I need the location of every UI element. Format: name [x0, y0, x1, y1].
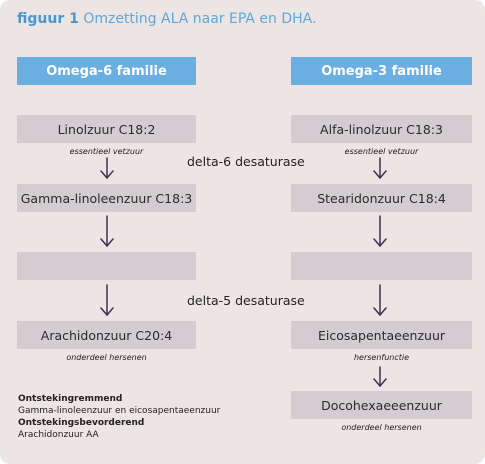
arrow-down-icon	[100, 157, 114, 179]
legend-item-bevorderend: Arachidonzuur AA	[18, 430, 99, 440]
box-alfa-linolzuur: Alfa-linolzuur C18:3	[291, 115, 472, 143]
enzyme-delta5: delta-5 desaturase	[187, 293, 305, 308]
arrow-down-icon	[373, 284, 387, 316]
figure-title: figuur 1 Omzetting ALA naar EPA en DHA.	[17, 11, 316, 27]
arrow-down-icon	[373, 157, 387, 179]
figure-caption: Omzetting ALA naar EPA en DHA.	[83, 11, 317, 27]
arrow-down-icon	[373, 366, 387, 387]
box-gamma-linoleenzuur: Gamma-linoleenzuur C18:3	[17, 184, 196, 212]
arrow-down-icon	[100, 215, 114, 247]
box-docohexaeeenzuur: Docohexaeeenzuur	[291, 391, 472, 419]
legend-ontstekingremmend: Ontstekingremmend	[18, 394, 123, 404]
note-essentieel-left: essentieel vetzuur	[69, 147, 144, 156]
box-eicosapentaeenzuur: Eicosapentaeenzuur	[291, 321, 472, 349]
box-empty-left	[17, 252, 196, 280]
box-empty-right	[291, 252, 472, 280]
note-essentieel-right: essentieel vetzuur	[344, 147, 419, 156]
note-onderdeel-right: onderdeel hersenen	[341, 423, 422, 432]
note-hersenfunctie: hersenfunctie	[353, 353, 410, 362]
legend-item-remmend: Gamma-linoleenzuur en eicosapentaeenzuur	[18, 406, 221, 416]
enzyme-delta6: delta-6 desaturase	[187, 154, 305, 169]
omega3-header: Omega-3 familie	[291, 57, 472, 85]
note-onderdeel-left: onderdeel hersenen	[66, 353, 147, 362]
omega6-header: Omega-6 familie	[17, 57, 196, 85]
arrow-down-icon	[373, 215, 387, 247]
box-stearidonzuur: Stearidonzuur C18:4	[291, 184, 472, 212]
figure-label: figuur 1	[17, 11, 79, 27]
box-linolzuur: Linolzuur C18:2	[17, 115, 196, 143]
arrow-down-icon	[100, 284, 114, 316]
box-arachidonzuur: Arachidonzuur C20:4	[17, 321, 196, 349]
legend-ontstekingsbevorderend: Ontstekingsbevorderend	[18, 418, 145, 428]
